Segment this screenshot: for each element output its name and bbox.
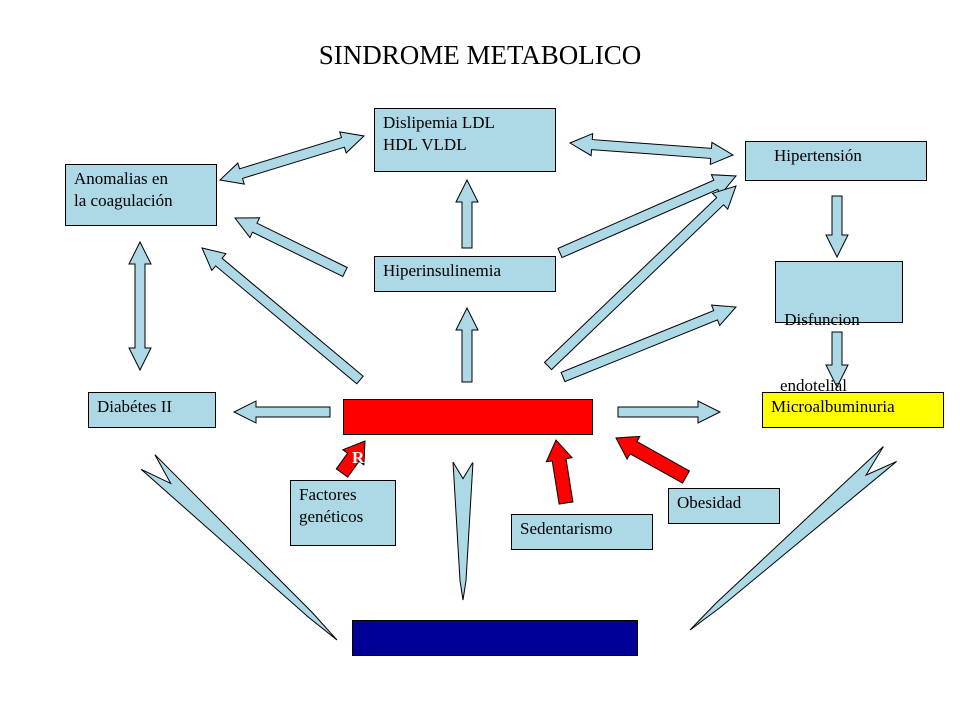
node-disfuncion-endotelial: Disfuncion endotelial xyxy=(775,261,903,395)
node-sedentarismo: Sedentarismo xyxy=(511,514,653,550)
node-enfermedad-label: Enfermedad cardiovascular xyxy=(361,669,581,688)
node-diabetes-label: Diabétes II xyxy=(97,397,173,416)
node-microalbuminuria: Microalbuminuria xyxy=(762,392,944,428)
node-resistencia-insulina: Resistencia a la Insulina xyxy=(343,399,593,467)
node-dislipemia: Dislipemia LDL HDL VLDL xyxy=(374,108,556,172)
node-disfuncion-line2: endotelial xyxy=(780,376,848,395)
node-hipertension: Hipertensión xyxy=(745,141,927,181)
node-factores-geneticos: Factores genéticos xyxy=(290,480,396,546)
arrow-resistencia-anomalias xyxy=(201,247,364,385)
chevron-resistencia-enfermedad xyxy=(452,461,474,601)
node-factores-line2: genéticos xyxy=(299,507,364,526)
node-hipertension-label: Hipertensión xyxy=(774,146,862,165)
node-anomalias-coagulacion: Anomalias en la coagulación xyxy=(65,164,217,226)
node-microalbuminuria-label: Microalbuminuria xyxy=(771,397,895,416)
node-anomalias-line2: la coagulación xyxy=(74,191,173,210)
chevron-diabetes-enfermedad xyxy=(140,454,338,641)
arrow-sedentarismo-resistencia xyxy=(545,439,574,505)
node-anomalias-line1: Anomalias en xyxy=(74,169,168,188)
node-diabetes: Diabétes II xyxy=(88,392,216,428)
node-hiperinsulinemia: Hiperinsulinemia xyxy=(374,256,556,292)
node-dislipemia-line1: Dislipemia LDL xyxy=(383,113,495,132)
node-hiperinsulinemia-label: Hiperinsulinemia xyxy=(383,261,502,280)
arrow-factores-resistencia xyxy=(335,440,366,478)
arrow-resistencia-microalbuminuria xyxy=(617,400,722,424)
node-enfermedad-cardiovascular: Enfermedad cardiovascular xyxy=(352,620,638,688)
node-factores-line1: Factores xyxy=(299,485,357,504)
chevron-microalbuminuria-enfermedad xyxy=(689,446,897,631)
node-sedentarismo-label: Sedentarismo xyxy=(520,519,613,538)
arrow-resistencia-diabetes xyxy=(232,400,331,424)
arrow-obesidad-resistencia xyxy=(615,435,691,484)
node-resistencia-label: Resistencia a la Insulina xyxy=(352,448,532,467)
arrow-dislipemia-hipertension xyxy=(568,132,735,166)
arrow-disfuncion-microalbuminuria xyxy=(825,331,849,389)
arrow-anomalias-diabetes xyxy=(128,240,152,372)
node-disfuncion-line1: Disfuncion xyxy=(780,310,860,329)
arrow-hiperinsulinemia-hipertension xyxy=(557,174,738,259)
node-obesidad: Obesidad xyxy=(668,488,780,524)
arrow-resistencia-disfuncion xyxy=(560,304,738,383)
arrow-resistencia-hiperinsulinemia xyxy=(455,306,479,383)
node-obesidad-label: Obesidad xyxy=(677,493,742,512)
arrow-hiperinsulinemia-anomalias xyxy=(233,217,348,278)
diagram-title: SINDROME METABOLICO xyxy=(318,40,642,70)
arrow-hiperinsulinemia-dislipemia xyxy=(455,178,479,249)
node-dislipemia-line2: HDL VLDL xyxy=(383,135,467,154)
arrow-anomalias-dislipemia xyxy=(218,131,366,185)
arrow-hipertension-disfuncion xyxy=(825,195,849,259)
arrow-resistencia-hipertension xyxy=(543,185,737,371)
